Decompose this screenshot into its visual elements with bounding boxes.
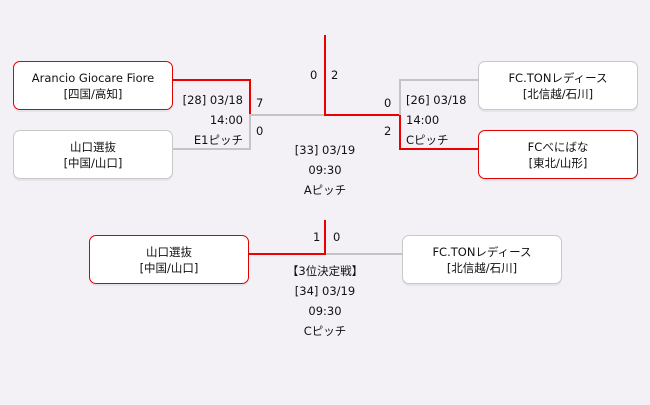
team-name: FC.TONレディース: [432, 244, 532, 259]
score: 0: [310, 68, 318, 82]
team-box[interactable]: FC.TONレディース [北信越/石川]: [478, 61, 638, 110]
team-region: [北信越/石川]: [522, 86, 594, 101]
bracket-line-winner: [324, 114, 401, 116]
match-time: 14:00: [209, 113, 243, 127]
team-region: [中国/山口]: [63, 155, 123, 170]
bracket-line-loser: [399, 79, 478, 81]
team-region: [東北/山形]: [528, 155, 588, 170]
score: 0: [256, 124, 264, 138]
match-pitch: Cピッチ: [303, 324, 347, 338]
score: 2: [384, 124, 392, 138]
score: 2: [331, 68, 339, 82]
bracket-line-loser: [399, 79, 401, 115]
match-id-date: [34] 03/19: [294, 284, 356, 298]
bracket-line-loser: [249, 115, 251, 150]
bracket-line-winner: [399, 114, 401, 150]
team-region: [四国/高知]: [63, 86, 123, 101]
match-info: [28] 03/18 14:00 E1ピッチ: [183, 90, 243, 150]
score: 0: [333, 230, 341, 244]
match-info: [33] 03/19 09:30 Aピッチ: [295, 140, 355, 200]
score: 1: [313, 230, 321, 244]
bracket-line-loser: [249, 114, 325, 116]
match-title: 【3位決定戦】: [286, 264, 364, 278]
team-box[interactable]: Arancio Giocare Fiore [四国/高知]: [13, 61, 173, 110]
team-name: 山口選抜: [70, 139, 116, 154]
score: 0: [384, 96, 392, 110]
match-id-date: [33] 03/19: [294, 143, 356, 157]
team-name: 山口選抜: [146, 244, 192, 259]
team-region: [中国/山口]: [139, 260, 199, 275]
team-region: [北信越/石川]: [446, 260, 518, 275]
team-name: FCべにばな: [527, 139, 589, 154]
match-info: [26] 03/18 14:00 Cピッチ: [406, 90, 466, 150]
bracket-line-loser: [326, 253, 402, 255]
bracket-line-winner: [324, 35, 326, 116]
match-info: 【3位決定戦】 [34] 03/19 09:30 Cピッチ: [287, 261, 363, 341]
bracket-line-winner: [399, 148, 478, 150]
score: 7: [256, 96, 264, 110]
team-name: Arancio Giocare Fiore: [31, 70, 155, 85]
bracket-line-winner: [247, 253, 326, 255]
bracket-line-winner: [324, 220, 326, 255]
match-time: 09:30: [308, 304, 342, 318]
team-box[interactable]: FCべにばな [東北/山形]: [478, 130, 638, 179]
team-box[interactable]: 山口選抜 [中国/山口]: [89, 235, 249, 284]
team-box[interactable]: FC.TONレディース [北信越/石川]: [402, 235, 562, 284]
match-pitch: Aピッチ: [303, 183, 347, 197]
bracket-line-loser: [173, 148, 251, 150]
team-name: FC.TONレディース: [508, 70, 608, 85]
match-time: 09:30: [308, 163, 342, 177]
team-box[interactable]: 山口選抜 [中国/山口]: [13, 130, 173, 179]
bracket-line-winner: [249, 79, 251, 115]
match-pitch: Cピッチ: [406, 133, 449, 147]
match-id-date: [28] 03/18: [182, 93, 243, 107]
match-time: 14:00: [406, 113, 440, 127]
match-id-date: [26] 03/18: [406, 93, 467, 107]
match-pitch: E1ピッチ: [193, 133, 243, 147]
bracket-line-winner: [173, 79, 251, 81]
